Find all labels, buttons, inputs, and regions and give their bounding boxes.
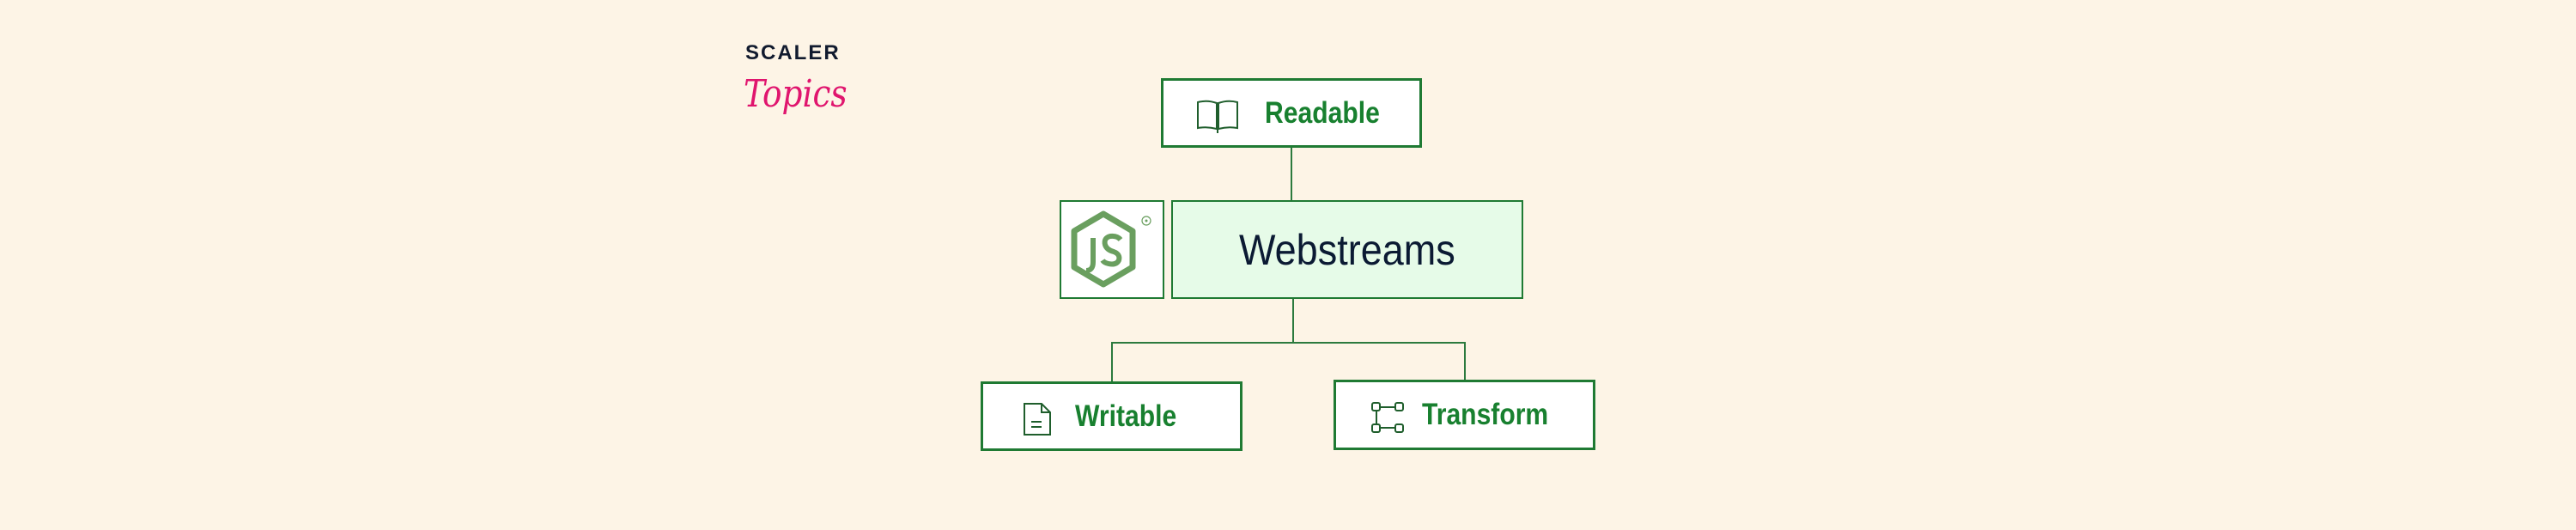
writable-node: Writable <box>981 381 1242 451</box>
nodejs-logo-box <box>1060 200 1164 299</box>
scaler-topics-logo: SCALER Topics <box>744 41 883 127</box>
connector-top <box>1291 148 1292 200</box>
readable-node: Readable <box>1161 78 1422 148</box>
logo-topics-text: Topics <box>744 72 848 116</box>
transform-nodes-icon <box>1371 402 1404 433</box>
webstreams-label: Webstreams <box>1239 225 1455 274</box>
logo-scaler-text: SCALER <box>745 41 841 64</box>
connector-right <box>1464 342 1466 380</box>
book-icon <box>1197 100 1238 133</box>
connector-horizontal <box>1111 342 1466 344</box>
connector-center-down <box>1292 299 1294 344</box>
connector-left <box>1111 342 1113 381</box>
transform-node: Transform <box>1334 380 1595 450</box>
readable-label: Readable <box>1265 95 1380 130</box>
transform-label: Transform <box>1422 398 1549 431</box>
document-icon <box>1024 403 1051 436</box>
webstreams-node: Webstreams <box>1171 200 1523 299</box>
nodejs-logo-icon <box>1071 210 1151 287</box>
writable-label: Writable <box>1075 399 1177 433</box>
